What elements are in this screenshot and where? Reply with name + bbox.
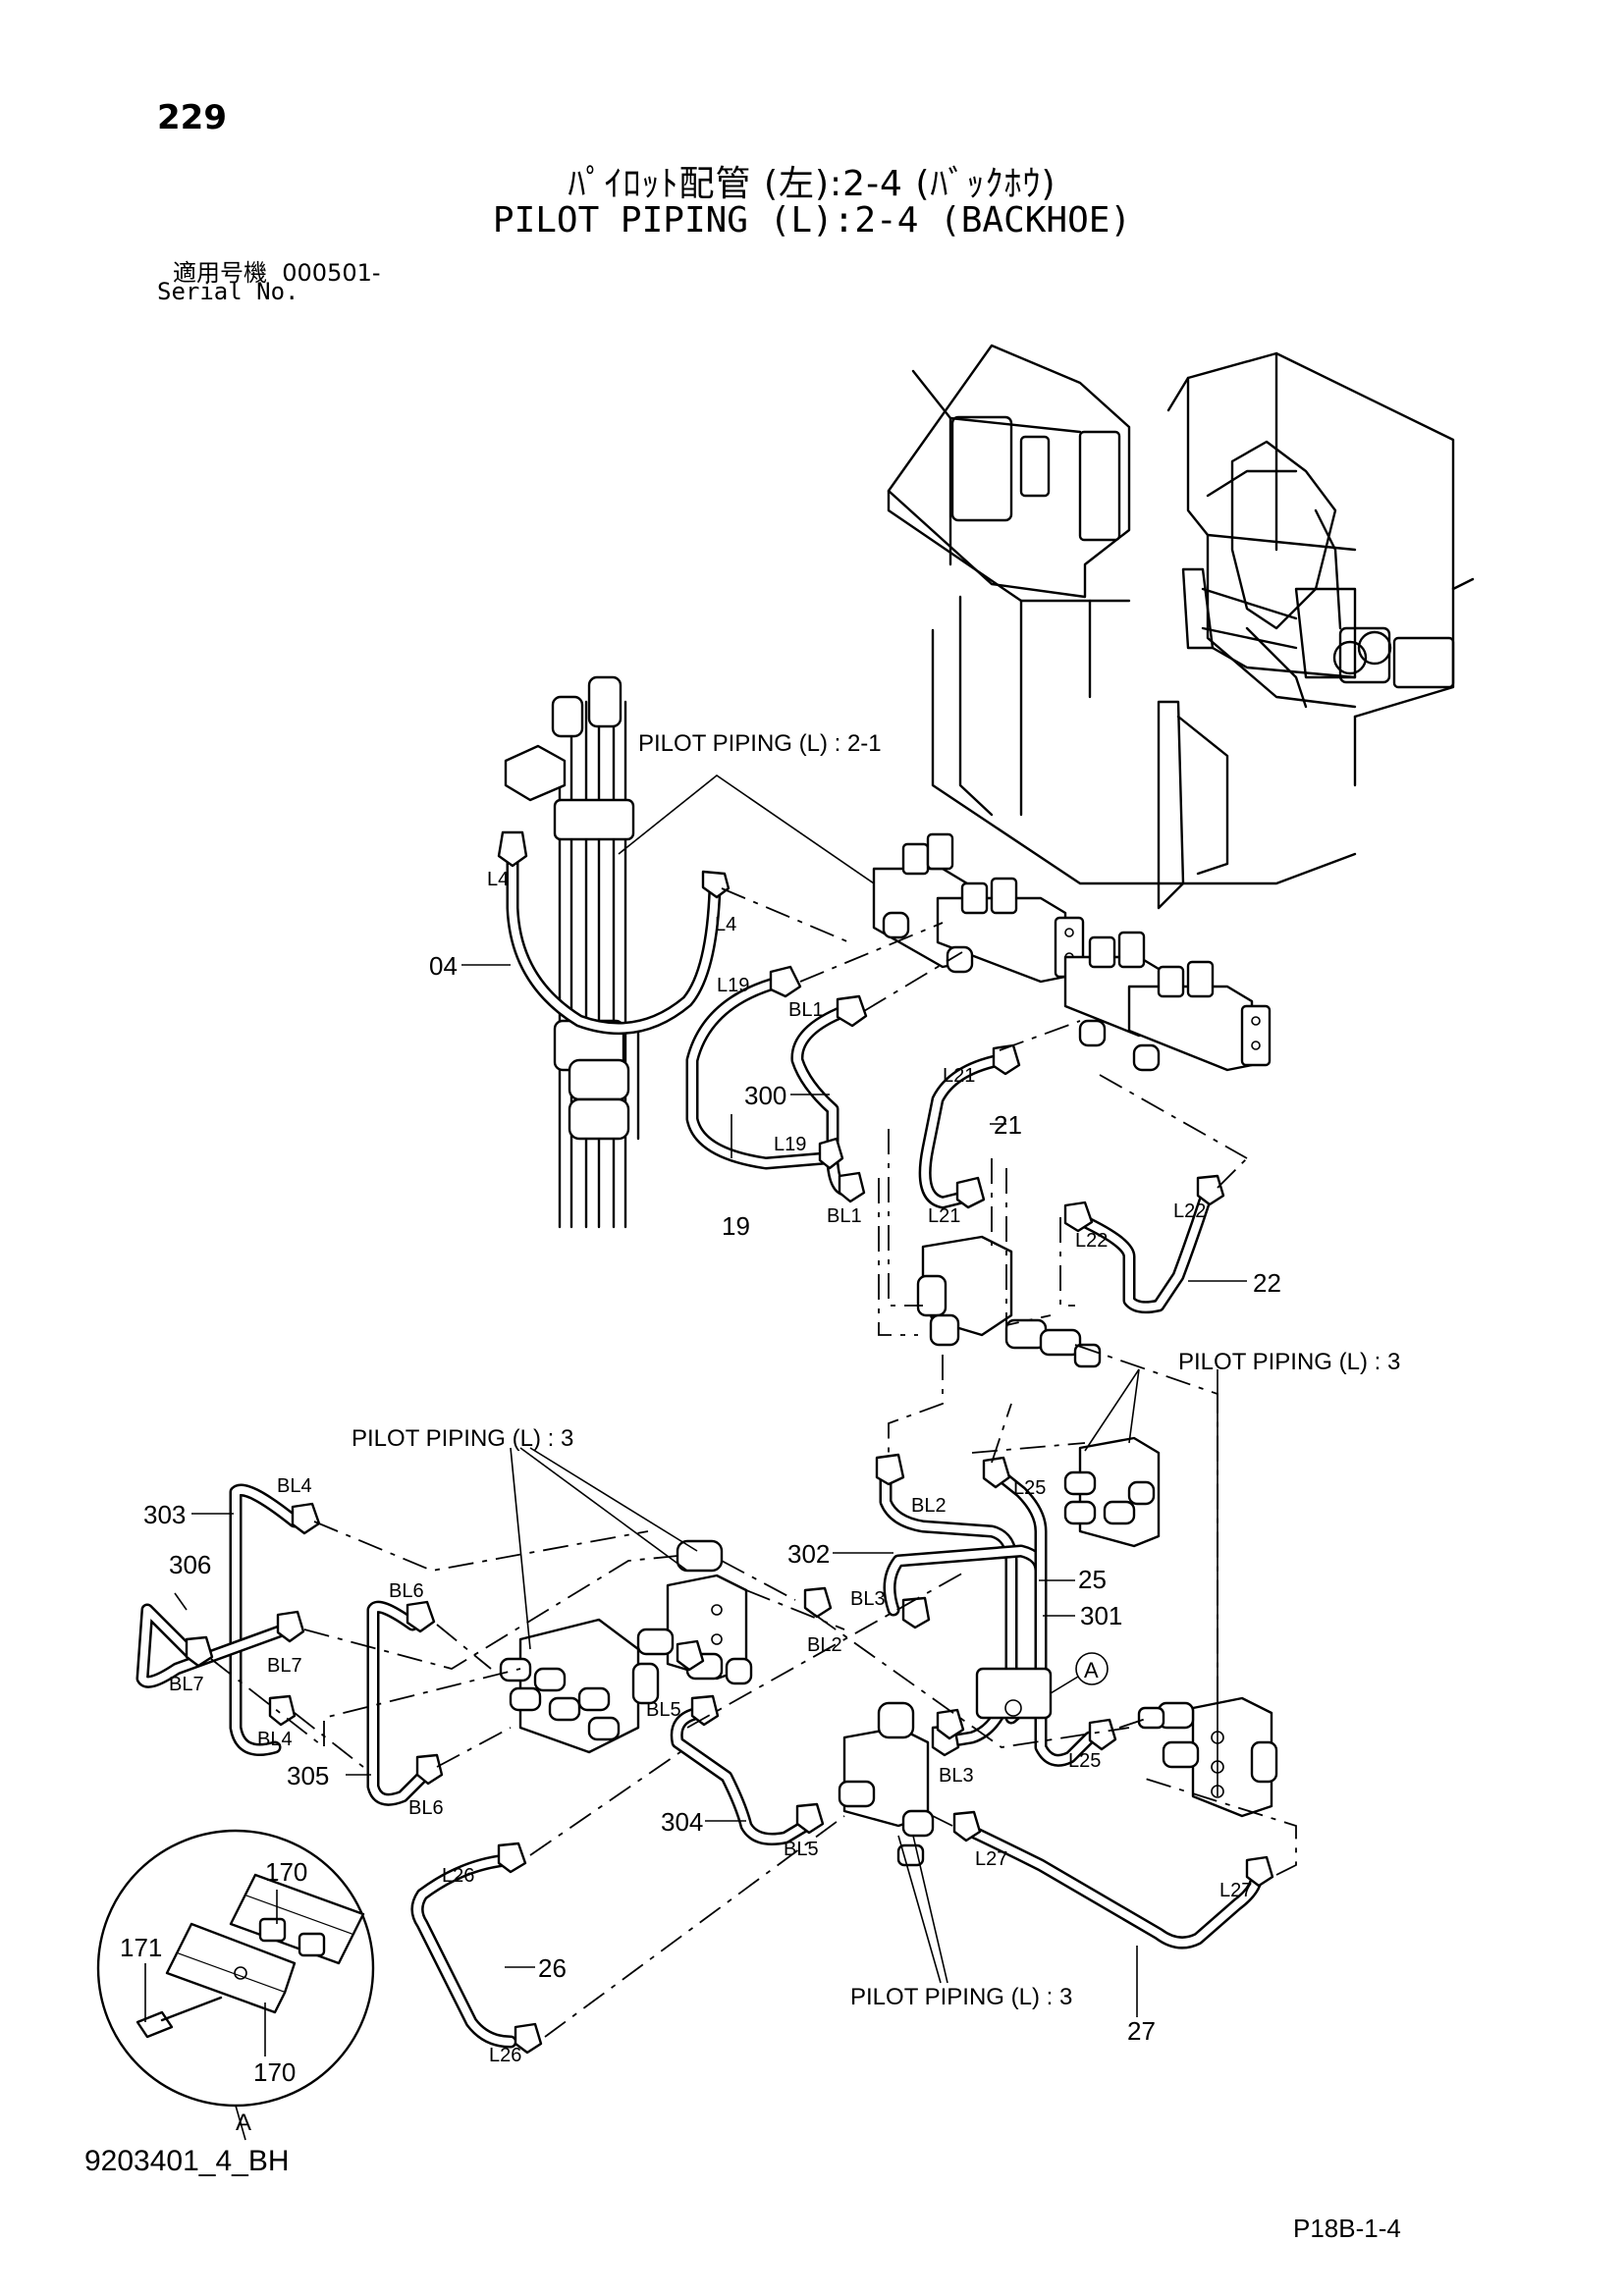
lower-right-valve bbox=[1137, 1696, 1278, 1818]
port-l22-right: L22 bbox=[1173, 1201, 1206, 1222]
port-l4-left: L4 bbox=[487, 869, 509, 890]
main-vertical-pipes bbox=[504, 675, 640, 1229]
ref-pilot-piping-3-right: PILOT PIPING (L) : 3 bbox=[1178, 1349, 1400, 1375]
part-171: 171 bbox=[120, 1933, 162, 1962]
pipe-04 bbox=[497, 830, 731, 1036]
pipes-upper-group bbox=[685, 965, 1225, 1314]
port-l21-top: L21 bbox=[943, 1065, 975, 1087]
part-22: 22 bbox=[1253, 1268, 1281, 1298]
page-reference: P18B-1-4 bbox=[1293, 2214, 1401, 2243]
port-bl2-bottom: BL2 bbox=[807, 1634, 842, 1656]
part-305: 305 bbox=[287, 1761, 329, 1790]
port-bl7-right: BL7 bbox=[267, 1655, 302, 1677]
port-bl4-bottom: BL4 bbox=[257, 1729, 293, 1750]
detail-view-a bbox=[96, 1652, 1109, 2141]
pipes-lower-group bbox=[410, 1586, 1274, 2055]
leader-lines bbox=[174, 774, 1247, 2017]
port-l19-top: L19 bbox=[717, 975, 749, 996]
port-l26-bottom: L26 bbox=[489, 2045, 521, 2066]
part-27: 27 bbox=[1127, 2016, 1156, 2046]
pipes-mid-group bbox=[875, 1453, 1117, 1767]
part-19: 19 bbox=[722, 1211, 750, 1241]
reference-labels: PILOT PIPING (L) : 2-1 PILOT PIPING (L) … bbox=[352, 730, 1400, 2010]
port-bl4-top: BL4 bbox=[277, 1475, 312, 1497]
part-170-bottom: 170 bbox=[253, 2057, 296, 2087]
port-bl3-top: BL3 bbox=[850, 1588, 886, 1610]
part-300: 300 bbox=[744, 1081, 786, 1110]
ref-pilot-piping-3-bottom: PILOT PIPING (L) : 3 bbox=[850, 1984, 1072, 2010]
port-l26-top: L26 bbox=[442, 1865, 474, 1887]
part-number-labels: 04 300 21 19 22 303 306 302 25 301 305 3… bbox=[120, 951, 1281, 2087]
part-306: 306 bbox=[169, 1550, 211, 1579]
port-bl1-top: BL1 bbox=[788, 999, 824, 1021]
connection-lines bbox=[210, 887, 1297, 2038]
port-labels: L4 L4 L19 BL1 L21 L19 BL1 L21 L22 L22 BL… bbox=[169, 869, 1252, 2136]
part-21: 21 bbox=[994, 1110, 1022, 1140]
serial-label-en: Serial No. bbox=[157, 278, 299, 305]
central-distributor-valve bbox=[916, 1235, 1102, 1368]
serial-label-jp: 適用号機 bbox=[173, 259, 267, 287]
ref-pilot-piping-3-left: PILOT PIPING (L) : 3 bbox=[352, 1425, 573, 1452]
port-bl2-top: BL2 bbox=[911, 1495, 947, 1517]
port-l27-top: L27 bbox=[975, 1848, 1007, 1870]
detail-view-label-a: A bbox=[236, 2109, 251, 2136]
mid-right-valve bbox=[1063, 1436, 1161, 1548]
serial-value: 000501- bbox=[282, 259, 381, 287]
port-bl6-top: BL6 bbox=[389, 1580, 424, 1602]
drawing-code: 9203401_4_BH bbox=[84, 2145, 290, 2177]
port-l22-left: L22 bbox=[1075, 1230, 1108, 1252]
ref-pilot-piping-2-1: PILOT PIPING (L) : 2-1 bbox=[638, 730, 882, 757]
part-303: 303 bbox=[143, 1500, 186, 1529]
port-bl3-bottom: BL3 bbox=[939, 1765, 974, 1787]
port-bl5-top: BL5 bbox=[646, 1699, 681, 1721]
detail-marker-circle bbox=[1075, 1652, 1109, 1685]
port-l25-bottom: L25 bbox=[1068, 1750, 1101, 1772]
part-25: 25 bbox=[1078, 1565, 1107, 1594]
lower-center-valve bbox=[838, 1701, 935, 1867]
left-valve-group bbox=[499, 1539, 753, 1754]
machine-frame-drawing bbox=[887, 344, 1475, 910]
serial-applicable-line: 適用号機 000501- bbox=[173, 253, 381, 288]
part-302: 302 bbox=[787, 1539, 830, 1569]
detail-marker-a: A bbox=[1084, 1658, 1099, 1682]
part-301: 301 bbox=[1080, 1601, 1122, 1630]
pipes-left-group bbox=[135, 1483, 444, 1806]
upper-control-valves bbox=[872, 832, 1272, 1072]
port-bl7-left: BL7 bbox=[169, 1674, 204, 1695]
port-l21-bottom: L21 bbox=[928, 1205, 960, 1227]
part-170-top: 170 bbox=[265, 1857, 307, 1887]
part-04: 04 bbox=[429, 951, 458, 981]
port-l19-bottom: L19 bbox=[774, 1134, 806, 1155]
title-english: PILOT PIPING (L):2-4 (BACKHOE) bbox=[492, 200, 1132, 240]
port-bl1-bottom: BL1 bbox=[827, 1205, 862, 1227]
part-26: 26 bbox=[538, 1953, 567, 1983]
page-number: 229 bbox=[157, 98, 227, 137]
port-l25-top: L25 bbox=[1013, 1477, 1046, 1499]
port-l27-bottom: L27 bbox=[1219, 1880, 1252, 1901]
port-l4-right: L4 bbox=[715, 914, 736, 935]
part-304: 304 bbox=[661, 1807, 703, 1837]
port-bl5-bottom: BL5 bbox=[784, 1839, 819, 1860]
title-japanese: ﾊﾟｲﾛｯﾄ配管 (左):2-4 (ﾊﾞｯｸﾎｳ) bbox=[568, 164, 1056, 204]
port-bl6-bottom: BL6 bbox=[408, 1797, 444, 1819]
